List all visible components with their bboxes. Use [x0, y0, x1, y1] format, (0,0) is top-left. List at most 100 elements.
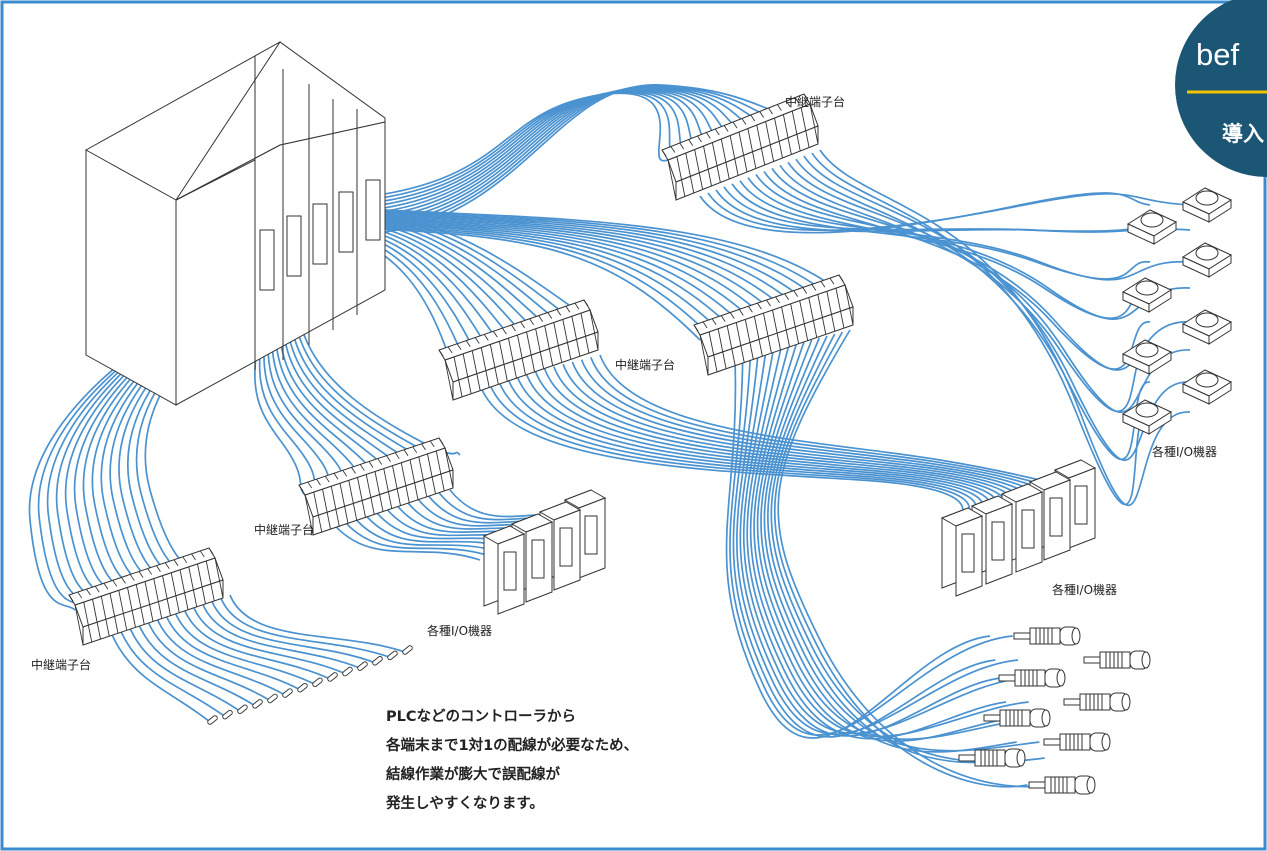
terminal-screw — [766, 299, 771, 307]
connector-face — [1056, 669, 1066, 687]
button-cap — [1135, 342, 1159, 358]
terminal-screw — [316, 478, 321, 486]
wire — [173, 610, 316, 686]
terminal-screw — [156, 565, 161, 572]
probe-fill — [313, 678, 322, 687]
connector-tail — [1043, 738, 1061, 746]
terminal-screw — [538, 315, 544, 322]
wire — [229, 594, 406, 653]
terminal-screw — [775, 296, 780, 304]
wire — [219, 597, 391, 659]
wire — [819, 149, 1191, 506]
terminal-screw — [138, 571, 144, 578]
terminal-screw — [711, 318, 717, 325]
terminal-slot — [726, 325, 736, 366]
terminal-slot — [74, 604, 84, 646]
terminal-slot — [214, 557, 224, 599]
terminal-slot — [553, 322, 563, 363]
button-cap — [1135, 402, 1159, 418]
terminal-screw — [429, 440, 435, 448]
probe-icon — [357, 661, 368, 671]
button-cap — [1135, 280, 1159, 296]
button-side — [1148, 289, 1172, 313]
terminal-block-top — [661, 93, 819, 201]
terminal-slot — [835, 288, 845, 329]
terminal-slot — [826, 291, 836, 332]
pushbutton-icon — [1121, 339, 1173, 375]
terminal-screw — [502, 327, 507, 335]
terminal-block-middle — [298, 437, 454, 536]
terminal-screw — [199, 550, 205, 558]
terminal-screw — [702, 321, 708, 329]
terminal-slot — [667, 159, 677, 201]
terminal-screw — [359, 464, 365, 471]
connector-body — [1079, 693, 1111, 711]
wire — [562, 363, 1040, 496]
terminal-slot — [703, 145, 712, 187]
terminal-screw — [661, 149, 667, 157]
sensor-lens — [1049, 497, 1063, 537]
terminal-screw — [333, 473, 339, 480]
button-side — [1148, 351, 1172, 375]
wire — [338, 221, 736, 332]
probe-icon — [312, 677, 323, 688]
terminal-screw — [757, 302, 762, 310]
terminal-screw — [529, 318, 534, 325]
badge-subtitle: 導入 — [1222, 122, 1264, 146]
terminal-slot — [791, 110, 801, 152]
terminal-slot — [392, 465, 401, 506]
probe-fill — [208, 716, 217, 724]
probe-icon — [252, 699, 263, 709]
probe-fill — [343, 667, 352, 676]
terminal-screw — [103, 583, 109, 590]
caption-line: 発生しやすくなります。 — [386, 796, 544, 812]
terminal-slot — [729, 135, 739, 176]
wire — [739, 180, 1191, 281]
terminal-slot — [435, 450, 445, 492]
terminal-screw — [208, 547, 214, 555]
terminal-slot — [205, 560, 215, 602]
photo-sensor-icon — [1028, 471, 1072, 561]
terminal-slot — [118, 590, 128, 631]
pushbutton-icon — [1121, 399, 1173, 435]
wire — [136, 621, 256, 707]
terminal-slot — [580, 313, 590, 354]
wire — [777, 329, 1051, 788]
connector-face — [1121, 693, 1131, 711]
wire — [334, 222, 724, 335]
terminal-slot — [197, 563, 206, 604]
wire — [729, 357, 1013, 736]
terminal-slot — [753, 316, 763, 357]
wire — [329, 223, 713, 338]
terminal-screw — [670, 146, 676, 153]
probe-icon — [297, 682, 308, 693]
wire — [118, 626, 226, 718]
wire — [739, 351, 1001, 737]
pushbutton-icon — [1121, 277, 1173, 313]
connector-face — [1041, 709, 1051, 727]
wire — [380, 210, 840, 304]
terminal-screw — [94, 585, 100, 593]
button-cap — [1195, 190, 1219, 206]
terminal-slot — [357, 477, 366, 518]
terminal-slot — [717, 328, 727, 369]
probe-icon — [282, 688, 293, 698]
connector-body — [1099, 651, 1131, 669]
wire — [155, 616, 286, 696]
terminal-screw — [738, 309, 744, 316]
terminal-screw — [147, 568, 153, 575]
sensor-lens — [1021, 509, 1035, 549]
wire — [324, 225, 701, 341]
terminal-slot — [498, 341, 508, 382]
probe-fill — [223, 710, 232, 719]
terminal-slot — [765, 121, 775, 162]
relay-label-center: 中継端子台 — [615, 358, 676, 372]
connector-tail — [1013, 632, 1031, 640]
terminal-slot — [544, 325, 554, 366]
pushbutton-icon — [1126, 209, 1178, 245]
wire — [348, 218, 759, 326]
terminal-screw — [493, 331, 498, 338]
terminal-slot — [92, 599, 101, 640]
wire — [329, 519, 481, 561]
